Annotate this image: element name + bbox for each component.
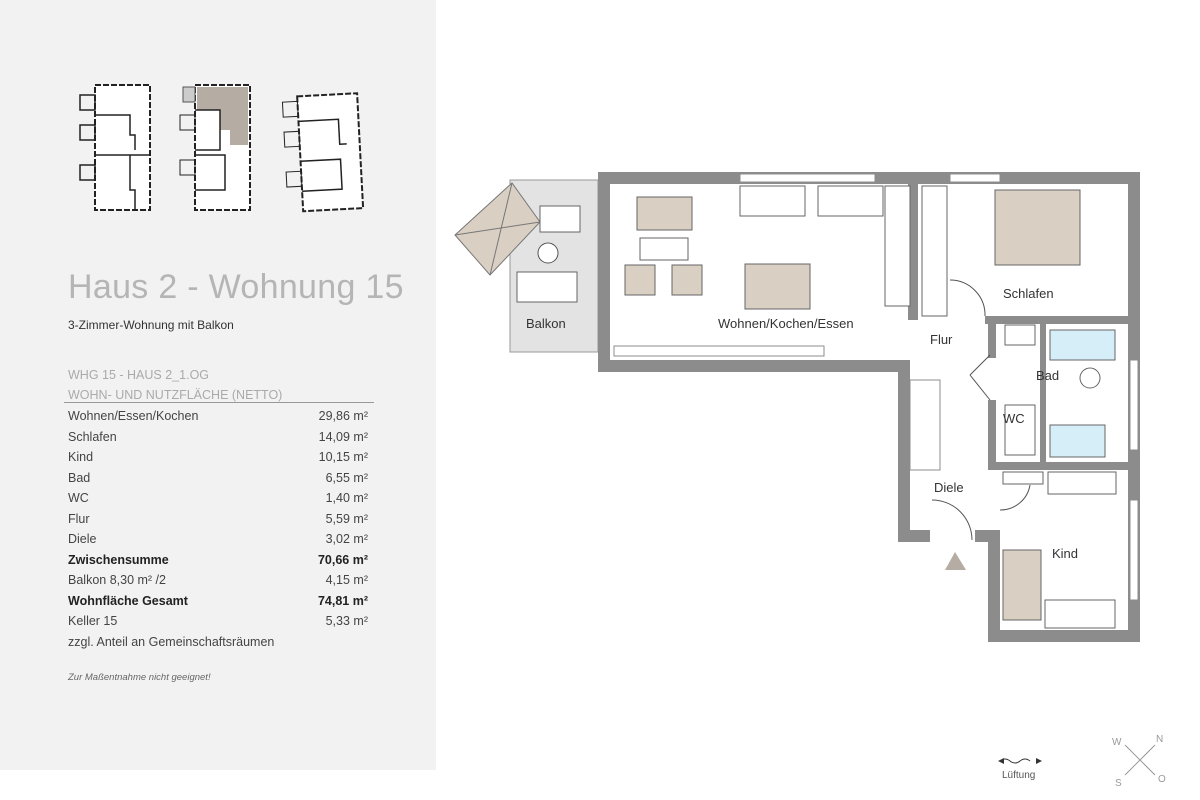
area-value: 74,81 m² [317, 593, 368, 608]
svg-text:N: N [1156, 734, 1163, 745]
area-row: Balkon 8,30 m² /2 4,15 m² [68, 570, 368, 591]
area-table: Wohnen/Essen/Kochen 29,86 m² Schlafen 14,09… [68, 406, 368, 652]
page-subtitle: 3-Zimmer-Wohnung mit Balkon [68, 318, 234, 332]
area-label: Kind [68, 450, 94, 464]
highlighted-unit [197, 87, 248, 145]
ventilation-legend: Lüftung [998, 758, 1042, 781]
building-thumbnails [79, 84, 365, 213]
info-panel: Haus 2 - Wohnung 15 3-Zimmer-Wohnung mit… [0, 0, 436, 770]
area-row: zzgl. Anteil an Gemeinschaftsräumen [68, 632, 368, 653]
area-row: Flur 5,59 m² [68, 509, 368, 530]
area-value: 1,40 m² [325, 491, 368, 505]
room-label-diele: Diele [934, 480, 964, 495]
area-label: Bad [68, 470, 91, 485]
area-label: Keller 15 [68, 614, 118, 628]
room-label-flur: Flur [930, 332, 953, 347]
divider [64, 402, 374, 403]
area-row: Diele 3,02 m² [68, 529, 368, 550]
area-label: Wohnfläche Gesamt [68, 593, 188, 608]
area-label: zzgl. Anteil an Gemeinschaftsräumen [68, 634, 275, 649]
area-row: Schlafen 14,09 m² [68, 427, 368, 448]
area-value: 6,55 m² [325, 470, 368, 485]
area-value: 29,86 m² [318, 409, 368, 423]
area-value: 10,15 m² [318, 450, 368, 464]
page-title: Haus 2 - Wohnung 15 [68, 268, 404, 306]
unit-heading: WHG 15 - HAUS 2_1.OG [68, 368, 210, 382]
area-label: Zwischensumme [68, 552, 169, 567]
thumbnail-haus-3 [281, 92, 365, 213]
area-row: Bad 6,55 m² [68, 468, 368, 489]
area-row: Keller 15 5,33 m² [68, 611, 368, 632]
floor-plan: Balkon Wohnen/Kochen/Essen Schlafen Flur… [454, 172, 1166, 789]
area-value: 5,59 m² [325, 511, 368, 526]
area-label: Balkon 8,30 m² /2 [68, 573, 166, 587]
room-label-kind: Kind [1052, 546, 1078, 561]
area-row: Wohnen/Essen/Kochen 29,86 m² [68, 406, 368, 427]
svg-text:O: O [1158, 774, 1166, 785]
area-heading: WOHN- UND NUTZFLÄCHE (NETTO) [68, 388, 283, 402]
area-value: 14,09 m² [318, 429, 368, 444]
area-value: 4,15 m² [325, 573, 368, 587]
area-row: Kind 10,15 m² [68, 447, 368, 468]
thumbnail-haus-2 [179, 84, 251, 211]
balcony-table [537, 242, 559, 264]
compass-icon: W N S O [1112, 734, 1166, 789]
room-label-balkon: Balkon [526, 316, 566, 331]
room-label-bad: Bad [1036, 368, 1059, 383]
area-value: 5,33 m² [325, 614, 368, 628]
area-row: WC 1,40 m² [68, 488, 368, 509]
svg-text:W: W [1112, 737, 1122, 748]
balcony-lounger [516, 271, 578, 303]
room-label-schlafen: Schlafen [1003, 286, 1054, 301]
area-row: Zwischensumme 70,66 m² [68, 550, 368, 571]
furniture [624, 185, 1117, 629]
area-label: WC [68, 491, 89, 505]
area-label: Diele [68, 532, 97, 546]
area-label: Wohnen/Essen/Kochen [68, 409, 199, 423]
area-row: Wohnfläche Gesamt 74,81 m² [68, 591, 368, 612]
room-label-wohnen: Wohnen/Kochen/Essen [718, 316, 854, 331]
svg-text:S: S [1115, 778, 1122, 789]
area-value: 70,66 m² [317, 552, 368, 567]
room-label-wc: WC [1003, 411, 1025, 426]
thumbnail-haus-1 [94, 84, 151, 211]
area-label: Schlafen [68, 429, 117, 444]
entrance-marker [945, 552, 966, 570]
disclaimer: Zur Maßentnahme nicht geeignet! [68, 672, 211, 683]
area-value: 3,02 m² [325, 532, 368, 546]
area-label: Flur [68, 511, 90, 526]
svg-text:Lüftung: Lüftung [1002, 770, 1035, 781]
